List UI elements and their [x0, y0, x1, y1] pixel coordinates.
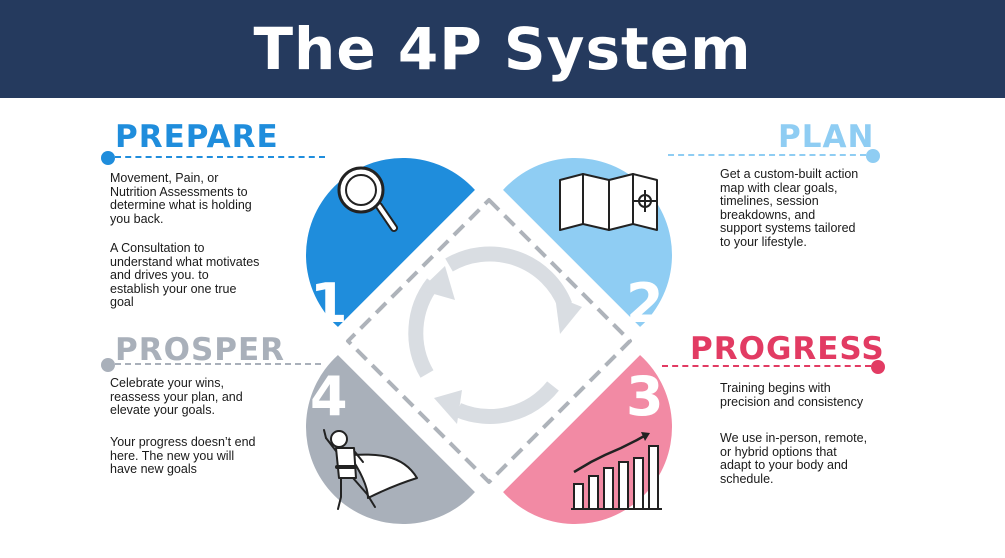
prepare-text-1: Movement, Pain, or Nutrition Assessments…: [110, 171, 252, 226]
prosper-dot: [101, 358, 115, 372]
superhero-icon: [323, 429, 418, 510]
progress-text-2: We use in-person, remote, or hybrid opti…: [720, 431, 868, 486]
petal-progress: [503, 355, 672, 524]
step-number-1: 1: [310, 272, 348, 335]
prepare-heading: PREPARE: [115, 119, 279, 155]
progress-connector-line: [662, 365, 871, 367]
prepare-connector-line: [115, 156, 325, 158]
magnifying-glass-icon: [337, 166, 398, 232]
step-number-3: 3: [626, 365, 664, 428]
plan-connector-line: [668, 154, 866, 156]
dashed-diamond-outline: [346, 198, 632, 484]
plan-text-1: Get a custom-built action map with clear…: [720, 167, 859, 249]
progress-heading: PROGRESS: [690, 331, 885, 367]
prepare-text-2: A Consultation to understand what motiva…: [110, 241, 260, 309]
prosper-text-1: Celebrate your wins, reassess your plan,…: [110, 376, 243, 417]
prosper-connector-line: [115, 363, 321, 365]
prosper-heading: PROSPER: [115, 332, 286, 368]
title-banner: The 4P System: [0, 0, 1005, 98]
bar-chart-icon: [571, 432, 662, 510]
center-diamond: [324, 176, 654, 506]
step-number-4: 4: [310, 365, 348, 428]
prosper-text-2: Your progress doesn’t end here. The new …: [110, 435, 256, 476]
page-title: The 4P System: [253, 15, 752, 83]
plan-dot: [866, 149, 880, 163]
plan-heading: PLAN: [778, 119, 875, 155]
prepare-dot: [101, 151, 115, 165]
step-number-2: 2: [626, 272, 664, 335]
cycle-arrows-icon: [408, 246, 572, 424]
petal-prosper: [306, 355, 475, 524]
progress-text-1: Training begins with precision and consi…: [720, 381, 864, 409]
map-icon: [559, 173, 658, 231]
progress-dot: [871, 360, 885, 374]
cycle-arrowheads: [420, 266, 582, 424]
